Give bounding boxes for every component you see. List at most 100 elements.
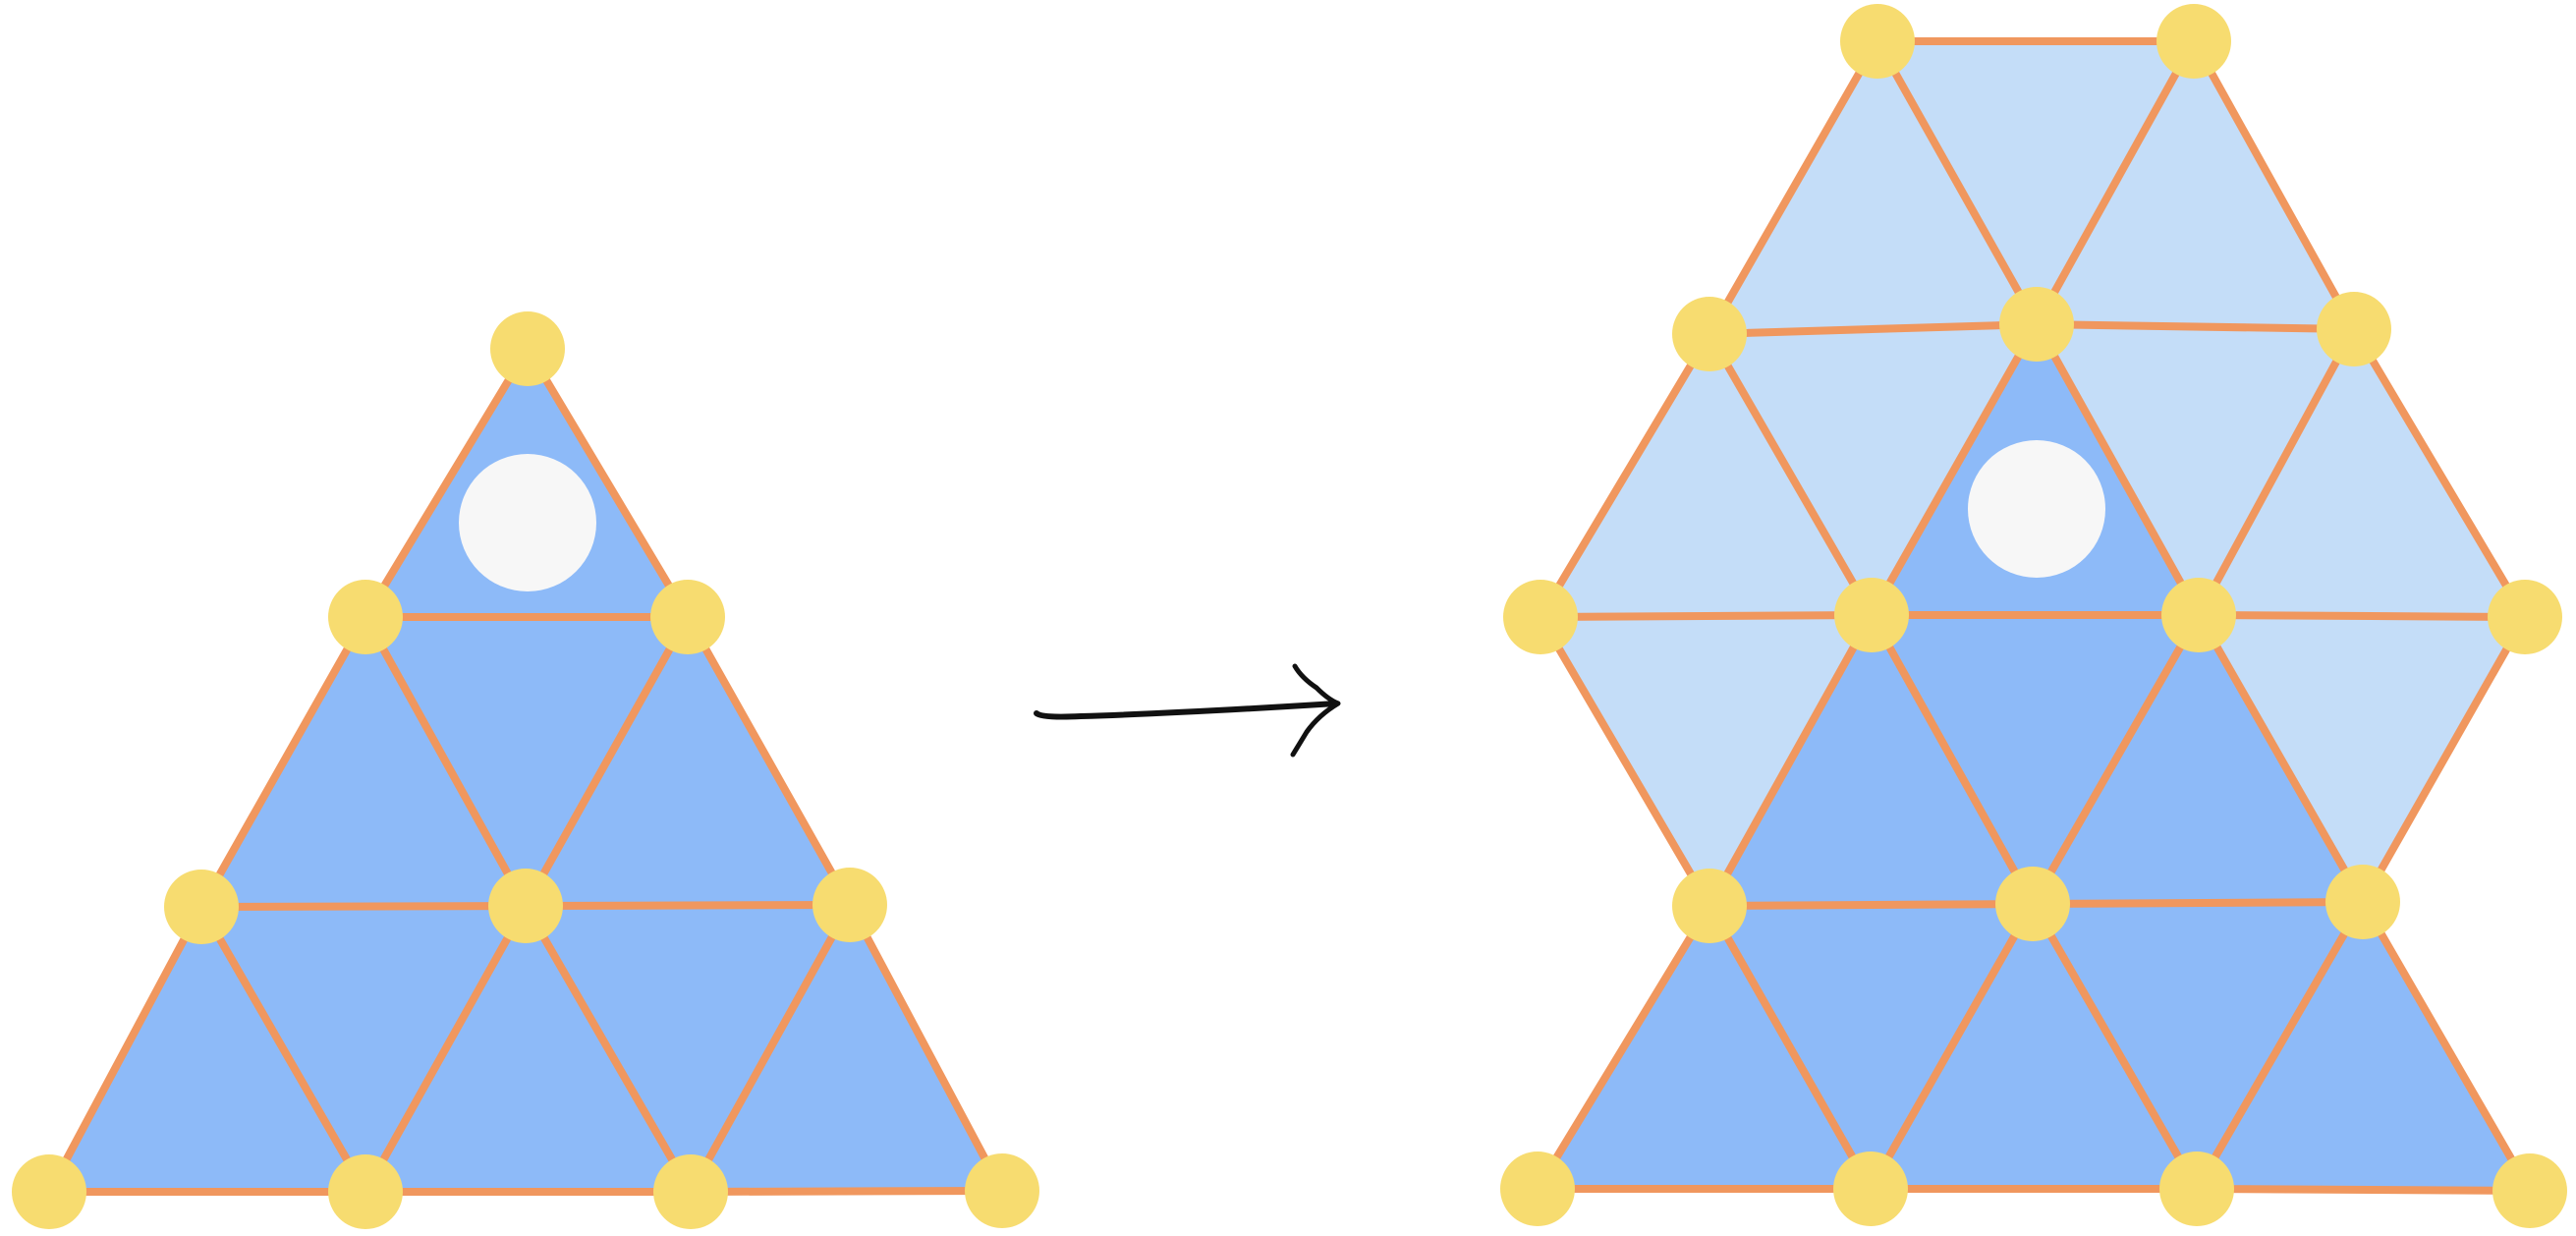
- lattice-node: [2317, 292, 2391, 366]
- lattice-edge: [2195, 611, 2367, 906]
- lattice-edge: [522, 613, 692, 910]
- lattice-edge: [1537, 611, 1876, 621]
- lattice-edge: [2029, 898, 2367, 908]
- lattice-edge: [2033, 37, 2198, 328]
- lattice-node: [12, 1154, 86, 1229]
- lattice-triangle: [526, 905, 850, 1192]
- lattice-edge: [362, 902, 530, 1196]
- lattice-triangle: [365, 617, 688, 906]
- lattice-edge: [45, 903, 205, 1196]
- lattice-edge: [1706, 611, 1876, 910]
- lattice-triangle: [2199, 329, 2525, 617]
- lattice-edge: [2195, 325, 2358, 619]
- lattice-edge: [1534, 902, 1713, 1193]
- lattice-edge: [2190, 37, 2358, 333]
- lattice-triangle: [365, 906, 691, 1192]
- lattice-triangle: [1871, 904, 2197, 1189]
- lattice-node: [1995, 867, 2070, 941]
- lattice-edge: [2359, 898, 2534, 1195]
- lattice-edge: [197, 613, 369, 911]
- transition-arrow: [1034, 663, 1341, 758]
- lattice-edge: [846, 901, 1006, 1195]
- lattice-triangle: [1538, 906, 1871, 1189]
- lattice-node: [1672, 297, 1747, 371]
- lattice-node: [1834, 578, 1909, 652]
- lattice-edge: [197, 903, 369, 1196]
- lattice-edge: [684, 613, 854, 909]
- lattice-edge: [1867, 900, 2037, 1193]
- lattice-edge: [1874, 37, 2041, 328]
- lattice-node: [490, 311, 565, 386]
- lattice-triangle: [2037, 41, 2354, 329]
- lattice-triangle: [691, 905, 1002, 1192]
- right-hexagon-lattice: [1500, 4, 2567, 1228]
- lattice-edge: [524, 345, 692, 621]
- lattice-triangle: [1709, 324, 2037, 615]
- lattice-triangle: [2197, 902, 2530, 1191]
- lattice-node: [2325, 865, 2400, 939]
- lattice-triangle: [1709, 41, 2037, 334]
- lattice-triangle: [526, 617, 850, 906]
- left-triangle-lattice: [12, 311, 1039, 1229]
- lattice-triangle: [49, 907, 365, 1192]
- lattice-edge: [1706, 320, 2041, 338]
- lattice-triangle: [1877, 41, 2194, 324]
- lattice-node: [2488, 580, 2562, 654]
- lattice-edge: [2195, 611, 2529, 621]
- lattice-node: [965, 1153, 1039, 1228]
- vacancy-hole: [459, 454, 596, 591]
- lattice-node: [1503, 580, 1578, 654]
- lattice-edge: [2359, 613, 2529, 906]
- lattice-node: [164, 870, 239, 944]
- lattice-edge: [1706, 37, 1881, 338]
- lattice-edge: [687, 901, 854, 1196]
- lattice-node: [812, 868, 887, 942]
- lattice-node: [2492, 1153, 2567, 1228]
- vacancy-hole: [1968, 440, 2105, 578]
- lattice-node: [1500, 1152, 1575, 1226]
- lattice-edge: [2033, 320, 2358, 333]
- lattice-node: [2156, 4, 2231, 79]
- lattice-edge: [2193, 1185, 2534, 1195]
- lattice-node: [328, 580, 403, 654]
- lattice-triangle: [2199, 615, 2525, 902]
- lattice-edge: [2033, 320, 2203, 619]
- lattice-node: [328, 1154, 403, 1229]
- lattice-edge: [1868, 320, 2041, 619]
- lattice-triangle: [2037, 324, 2354, 615]
- lattice-edge: [197, 902, 530, 911]
- lattice-triangle: [201, 906, 526, 1192]
- lattice-triangle: [1709, 904, 2033, 1189]
- lattice-edge: [687, 1187, 1006, 1196]
- lattice-edge: [1706, 902, 1875, 1193]
- lattice-edge: [362, 613, 530, 910]
- lattice-triangle: [2033, 902, 2363, 1189]
- lattice-node: [1833, 1152, 1908, 1226]
- lattice-edge: [2193, 898, 2367, 1193]
- lattice-node: [2159, 1152, 2234, 1226]
- lattice-triangle: [2033, 615, 2363, 904]
- arrow-head: [1290, 663, 1341, 758]
- lattice-edge: [1706, 900, 2037, 910]
- lattice-edge: [522, 902, 695, 1196]
- lattice-triangle: [1540, 615, 1872, 906]
- lattice-edge: [2029, 900, 2201, 1193]
- lattice-edge: [1537, 330, 1713, 621]
- lattice-triangle: [1709, 615, 2033, 906]
- lattice-triangle: [1540, 334, 1872, 617]
- lattice-triangle: [201, 617, 526, 907]
- lattice-node: [1999, 287, 2074, 362]
- lattice-edge: [2350, 325, 2529, 621]
- lattice-node: [653, 1154, 728, 1229]
- lattice-node: [488, 869, 563, 943]
- lattice-node: [1840, 4, 1915, 79]
- lattice-edge: [1706, 330, 1876, 619]
- lattice-edge: [1868, 611, 2037, 908]
- lattice-edge: [2029, 611, 2203, 908]
- lattice-node: [650, 580, 725, 654]
- lattice-edge: [362, 345, 532, 621]
- lattice-node: [1672, 869, 1747, 943]
- lattice-edge: [1537, 613, 1713, 910]
- lattice-triangle: [1872, 615, 2199, 904]
